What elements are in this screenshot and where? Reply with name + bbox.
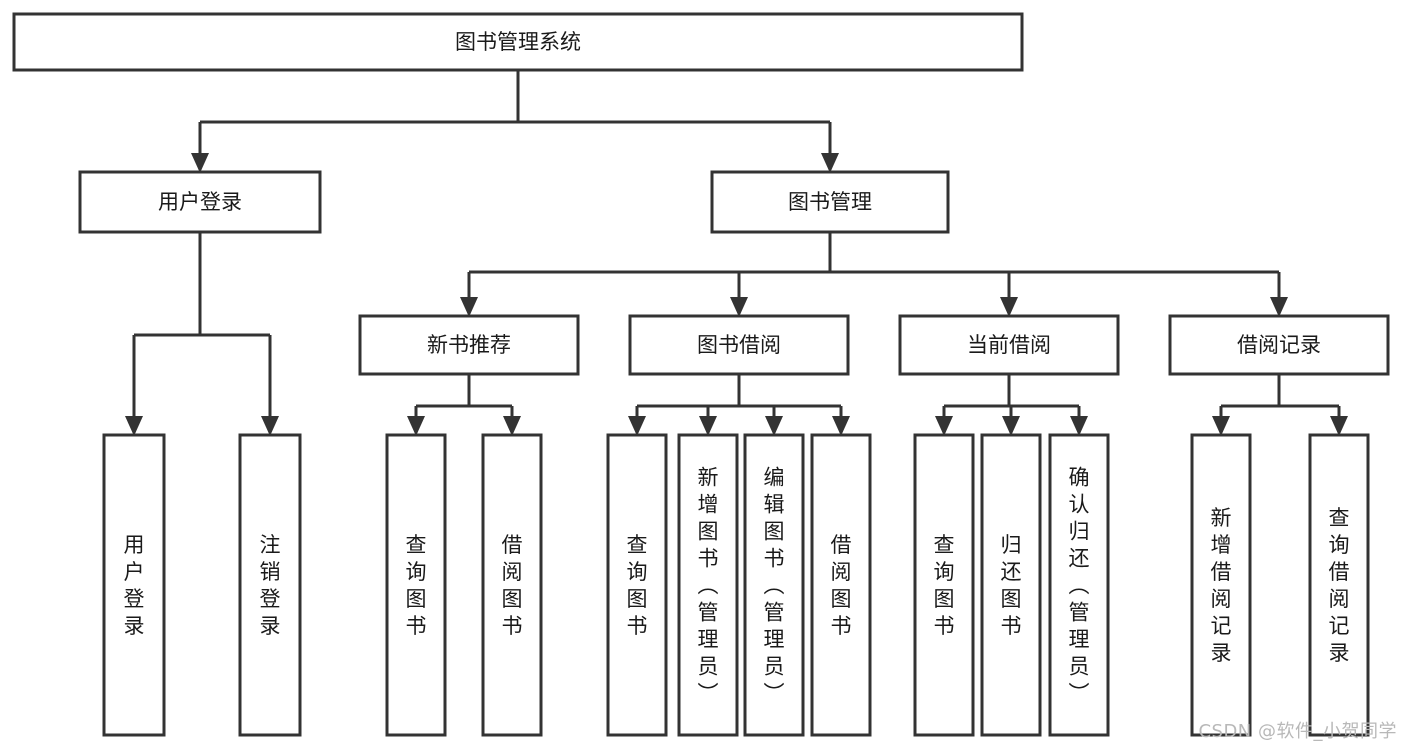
node-label: 图书管理系统 bbox=[455, 30, 581, 54]
node-user-login[interactable]: 用户登录 bbox=[78, 170, 322, 234]
node-label: 新增借阅记录 bbox=[1211, 506, 1232, 665]
arrow-head-icon bbox=[821, 153, 839, 173]
node-box bbox=[980, 433, 1042, 737]
node-book-borrow[interactable]: 图书借阅 bbox=[628, 314, 850, 376]
node-label: 当前借阅 bbox=[967, 333, 1051, 357]
arrow-head-icon bbox=[832, 416, 850, 436]
node-current-borrow[interactable]: 当前借阅 bbox=[898, 314, 1120, 376]
arrow-head-icon bbox=[191, 153, 209, 173]
arrow-head-icon bbox=[125, 416, 143, 436]
node-leaf-query-book-3[interactable]: 查询图书 bbox=[913, 433, 975, 737]
arrow-head-icon bbox=[730, 297, 748, 317]
node-box bbox=[1048, 433, 1110, 737]
arrow-head-icon bbox=[460, 297, 478, 317]
arrow-head-icon bbox=[261, 416, 279, 436]
arrow-head-icon bbox=[503, 416, 521, 436]
node-label: 借阅图书 bbox=[831, 533, 852, 638]
node-label: 确认归还︵管理员︶ bbox=[1069, 466, 1090, 706]
node-book-manage[interactable]: 图书管理 bbox=[710, 170, 950, 234]
arrow-head-icon bbox=[628, 416, 646, 436]
node-label: 查询图书 bbox=[627, 533, 648, 638]
node-label: 借阅图书 bbox=[502, 533, 523, 638]
node-leaf-logout[interactable]: 注销登录 bbox=[238, 433, 302, 737]
node-label: 编辑图书︵管理员︶ bbox=[764, 466, 785, 706]
node-box bbox=[913, 433, 975, 737]
arrow-head-icon bbox=[935, 416, 953, 436]
node-box bbox=[710, 170, 950, 234]
arrow-head-icon bbox=[699, 416, 717, 436]
node-leaf-query-book-1[interactable]: 查询图书 bbox=[385, 433, 447, 737]
node-label: 查询借阅记录 bbox=[1329, 506, 1350, 665]
arrow-head-icon bbox=[1070, 416, 1088, 436]
node-box bbox=[358, 314, 580, 376]
node-leaf-confirm-return[interactable]: 确认归还︵管理员︶ bbox=[1048, 433, 1110, 737]
node-label: 新增图书︵管理员︶ bbox=[698, 466, 719, 706]
node-label: 借阅记录 bbox=[1237, 333, 1321, 357]
node-leaf-query-record[interactable]: 查询借阅记录 bbox=[1308, 433, 1370, 737]
node-box bbox=[12, 12, 1024, 72]
node-box bbox=[238, 433, 302, 737]
node-box bbox=[1190, 433, 1252, 737]
node-leaf-borrow-book-2[interactable]: 借阅图书 bbox=[810, 433, 872, 737]
node-label: 新书推荐 bbox=[427, 333, 511, 357]
node-box bbox=[385, 433, 447, 737]
node-label: 查询图书 bbox=[934, 533, 955, 638]
node-leaf-add-record[interactable]: 新增借阅记录 bbox=[1190, 433, 1252, 737]
node-box bbox=[1168, 314, 1390, 376]
node-box bbox=[628, 314, 850, 376]
node-label: 用户登录 bbox=[158, 190, 242, 214]
node-box bbox=[1308, 433, 1370, 737]
node-box bbox=[743, 433, 805, 737]
node-label: 注销登录 bbox=[260, 533, 281, 638]
node-label: 归还图书 bbox=[1001, 533, 1022, 638]
node-label: 图书管理 bbox=[788, 190, 872, 214]
node-label: 查询图书 bbox=[406, 533, 427, 638]
node-leaf-user-login[interactable]: 用户登录 bbox=[102, 433, 166, 737]
node-box bbox=[102, 433, 166, 737]
node-new-book-recommend[interactable]: 新书推荐 bbox=[358, 314, 580, 376]
node-root-root[interactable]: 图书管理系统 bbox=[12, 12, 1024, 72]
node-box bbox=[810, 433, 872, 737]
arrow-head-icon bbox=[407, 416, 425, 436]
node-leaf-return-book[interactable]: 归还图书 bbox=[980, 433, 1042, 737]
arrow-head-icon bbox=[1002, 416, 1020, 436]
node-label: 用户登录 bbox=[124, 533, 145, 638]
node-box bbox=[481, 433, 543, 737]
arrow-head-icon bbox=[1330, 416, 1348, 436]
nodes-layer: 图书管理系统用户登录图书管理新书推荐图书借阅当前借阅借阅记录用户登录注销登录查询… bbox=[12, 12, 1390, 737]
node-box bbox=[677, 433, 739, 737]
node-leaf-edit-book[interactable]: 编辑图书︵管理员︶ bbox=[743, 433, 805, 737]
csdn-watermark: CSDN @软件_小贺同学 bbox=[1198, 721, 1397, 742]
node-box bbox=[898, 314, 1120, 376]
node-borrow-record[interactable]: 借阅记录 bbox=[1168, 314, 1390, 376]
arrow-head-icon bbox=[1270, 297, 1288, 317]
arrow-head-icon bbox=[1212, 416, 1230, 436]
node-box bbox=[78, 170, 322, 234]
arrow-head-icon bbox=[765, 416, 783, 436]
node-leaf-borrow-book-1[interactable]: 借阅图书 bbox=[481, 433, 543, 737]
node-box bbox=[606, 433, 668, 737]
arrow-head-icon bbox=[1000, 297, 1018, 317]
node-leaf-add-book[interactable]: 新增图书︵管理员︶ bbox=[677, 433, 739, 737]
connectors-layer bbox=[125, 70, 1348, 436]
node-label: 图书借阅 bbox=[697, 333, 781, 357]
node-leaf-query-book-2[interactable]: 查询图书 bbox=[606, 433, 668, 737]
